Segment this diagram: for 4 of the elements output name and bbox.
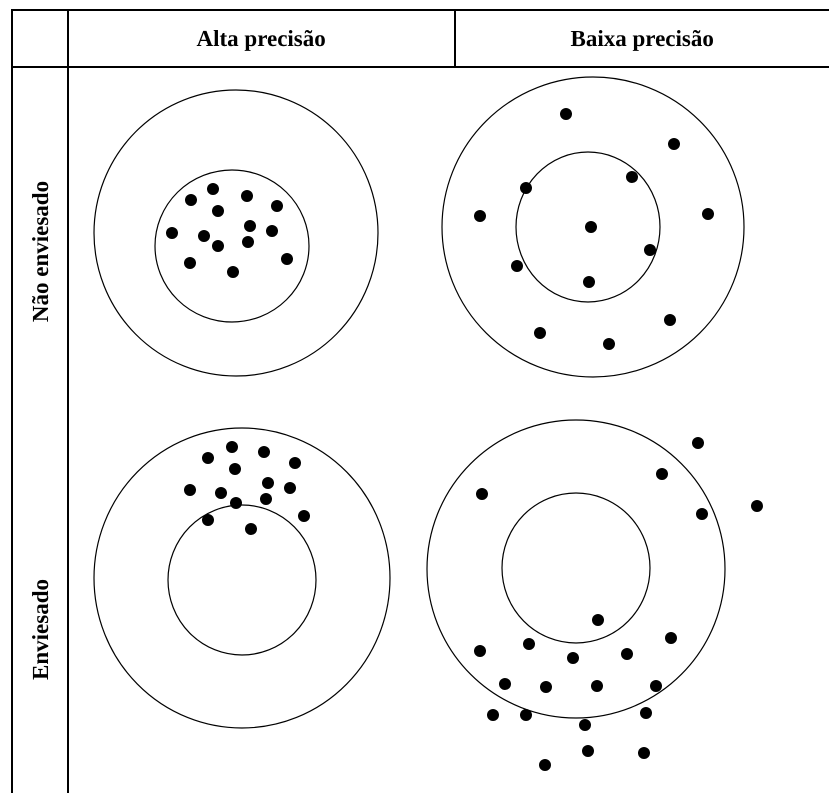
- column-header: Baixa precisão: [570, 26, 714, 50]
- row-header: Enviesado: [28, 578, 52, 680]
- column-header: Alta precisão: [196, 26, 326, 50]
- row-header: Não enviesado: [28, 180, 52, 322]
